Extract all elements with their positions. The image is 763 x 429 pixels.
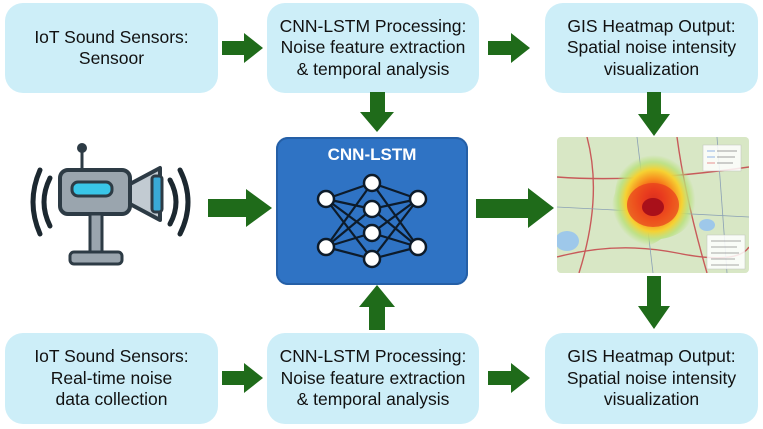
box-line: CNN-LSTM Processing: [279,15,467,36]
arrow-right [488,363,530,393]
nn-connection [371,198,419,234]
iot-sensors-box-bottom: IoT Sound Sensors: Real-time noise data … [5,333,218,424]
box-line: IoT Sound Sensors: [34,346,189,367]
nn-node [408,237,428,257]
arrow-right [208,189,272,227]
nn-connection [325,182,373,248]
cnn-lstm-title: CNN-LSTM [327,145,417,164]
microphone-sensor-icon [30,143,191,266]
arrow-down [638,92,670,136]
heatmap-map-icon [557,137,749,273]
box-line: Noise feature extraction [280,37,466,58]
nn-node [362,249,382,269]
box-line: IoT Sound Sensors: [34,26,189,47]
nn-connection [371,198,419,260]
gis-heatmap-box-top: GIS Heatmap Output: Spatial noise intens… [545,3,758,93]
gis-heatmap-box-bottom: GIS Heatmap Output: Spatial noise intens… [545,333,758,424]
nn-connection [325,208,373,248]
neural-network-icon [316,173,428,269]
arrow-down [360,92,394,132]
nn-node [362,199,382,219]
arrow-up [359,285,395,330]
box-line: Noise feature extraction [280,367,466,388]
arrow-right [222,363,263,393]
box-line: data collection [55,389,168,410]
box-line: visualization [603,389,700,410]
nn-node [408,189,428,209]
arrow-down [638,276,670,329]
box-line: & temporal analysis [296,58,450,79]
cnn-lstm-processing-box-top: CNN-LSTM Processing: Noise feature extra… [267,3,479,93]
nn-node [362,223,382,243]
box-line: GIS Heatmap Output: [567,15,736,36]
nn-node [316,237,336,257]
box-line: Real-time noise [50,367,173,388]
cnn-lstm-model-box: CNN-LSTM [276,137,468,285]
arrow-right [488,33,530,63]
box-line: GIS Heatmap Output: [567,346,736,367]
box-line: Spatial noise intensity [566,37,737,58]
cnn-lstm-processing-box-bottom: CNN-LSTM Processing: Noise feature extra… [267,333,479,424]
arrow-right [222,33,263,63]
arrow-right [476,188,554,228]
box-line: visualization [603,58,700,79]
nn-node [316,189,336,209]
box-line: CNN-LSTM Processing: [279,346,467,367]
iot-sensors-box-top: IoT Sound Sensors: Sensoor [5,3,218,93]
nn-node [362,173,382,193]
box-line: Spatial noise intensity [566,367,737,388]
box-line: & temporal analysis [296,389,450,410]
box-line: Sensoor [78,48,145,68]
